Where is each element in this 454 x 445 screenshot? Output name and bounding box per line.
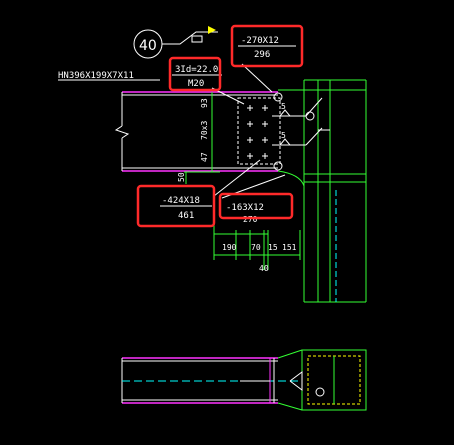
- bolt: [262, 121, 268, 127]
- bolt: [262, 153, 268, 159]
- dim-gap: 50: [177, 172, 186, 182]
- bolt: [247, 105, 253, 111]
- column-elevation: [277, 79, 367, 303]
- dim-15: 15: [268, 243, 278, 252]
- detail-leader: [162, 31, 218, 45]
- dim-plate-length: 270: [243, 215, 258, 224]
- dim-151: 151: [282, 243, 297, 252]
- plate-top-leader: [241, 63, 273, 93]
- beam-break-symbol: [114, 125, 130, 139]
- fillet-weld-icon: [278, 138, 292, 146]
- beam-section-label: HN396X199X7X11: [58, 71, 134, 81]
- bolt-size: M20: [188, 79, 204, 89]
- bolt: [262, 105, 268, 111]
- web-plate-size: -424X18: [162, 196, 200, 206]
- detail-number: 40: [139, 38, 157, 54]
- highlight-bottom-plate: [218, 192, 294, 220]
- dim-top-edge: 93: [200, 98, 209, 108]
- bottom-plate-label: -163X12: [226, 203, 264, 213]
- dim-bolt-pitch: 70x3: [200, 121, 209, 140]
- flag-icon: [208, 26, 216, 34]
- weld-size-1: 5: [281, 102, 286, 111]
- highlight-web-plate: [136, 184, 216, 228]
- plate-outline: [237, 97, 281, 165]
- vertical-dimensions: 93 70x3 47 50: [177, 92, 220, 184]
- beam-elevation: [114, 91, 278, 172]
- dim-190: 190: [222, 243, 237, 252]
- bolt: [247, 153, 253, 159]
- highlight-bolt-spec: [168, 56, 222, 92]
- hole-spec: 3Id=22.0: [175, 65, 218, 75]
- web-plate-length: 461: [178, 211, 194, 221]
- leader-lines: [211, 63, 286, 199]
- bolt: [247, 121, 253, 127]
- bracket-haunch: [277, 170, 305, 187]
- weld-arrow-2: [305, 127, 323, 146]
- plan-bracket-top: [277, 349, 303, 359]
- plate-top-size: -270X12: [241, 36, 279, 46]
- highlight-top-plate: [230, 24, 304, 68]
- highlight-boxes: [136, 24, 304, 228]
- plate-top-length: 296: [254, 50, 270, 60]
- dim-70: 70: [251, 243, 261, 252]
- horizontal-dimensions: [213, 222, 301, 270]
- weld-symbol: [191, 35, 203, 43]
- cope-hole-top: [273, 92, 283, 102]
- bolt: [247, 137, 253, 143]
- fillet-weld-icon: [278, 109, 292, 117]
- plan-weld-symbol: [289, 371, 303, 391]
- bolt: [262, 137, 268, 143]
- weld-size-2: 5: [281, 131, 286, 140]
- web-plate-leader: [213, 159, 261, 197]
- weld-arrow-1: [305, 97, 323, 117]
- dim-bottom-edge: 47: [200, 152, 209, 162]
- weld-callouts: [272, 97, 323, 146]
- shear-plate: [237, 92, 283, 171]
- detail-callout: 40: [133, 26, 218, 59]
- plan-bracket-bottom: [277, 402, 303, 411]
- plan-view: [121, 349, 367, 411]
- plan-access-hole: [315, 387, 325, 397]
- dim-40: 40: [259, 264, 269, 273]
- bolt-group: [247, 105, 268, 159]
- cope-hole-bottom: [273, 161, 283, 171]
